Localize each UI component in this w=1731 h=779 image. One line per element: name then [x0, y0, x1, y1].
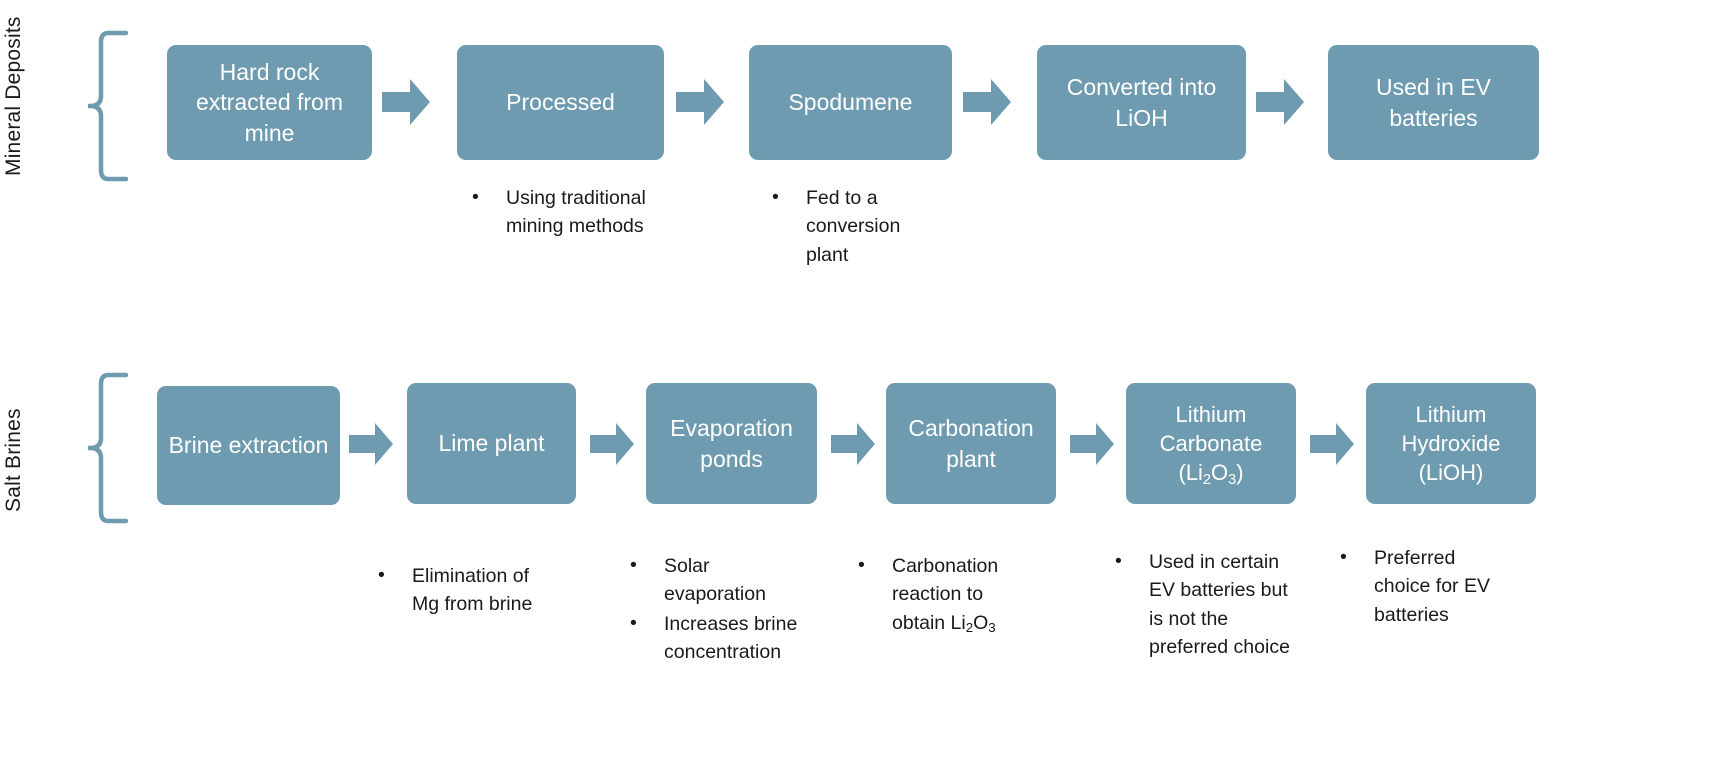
process-box-title: Brine extraction: [168, 432, 329, 459]
list-item: Carbonation reaction to obtain Li2O3: [858, 551, 1033, 637]
bullet-group-lime-plant: Elimination of Mg from brine: [378, 561, 542, 620]
bullet-group-spodumene: Fed to a conversion plant: [772, 183, 942, 270]
list-item: Elimination of Mg from brine: [378, 561, 542, 619]
process-box-title: Lithium Hydroxide (LiOH): [1401, 401, 1501, 486]
right-arrow-icon-1-1: [382, 79, 430, 125]
bullet-group-processed: Using traditional mining methods: [472, 183, 652, 242]
process-box-carbonation-plant[interactable]: Carbonation plant: [886, 383, 1056, 504]
bullet-group-carbonation-plant: Carbonation reaction to obtain Li2O3: [858, 551, 1033, 638]
process-box-lithium-carbonate[interactable]: Lithium Carbonate (Li2O3): [1126, 383, 1296, 504]
list-item: Solar evaporation: [630, 551, 810, 609]
process-box-title: Converted into LiOH: [1066, 74, 1217, 131]
process-box-processed[interactable]: Processed: [457, 45, 664, 160]
list-item: Preferred choice for EV batteries: [1340, 543, 1510, 629]
process-box-title: Processed: [506, 89, 615, 116]
bullet-group-lithium-hydroxide: Preferred choice for EV batteries: [1340, 543, 1510, 630]
right-arrow-icon-1-2: [676, 79, 724, 125]
process-box-title: Evaporation ponds: [670, 415, 793, 472]
bullet-group-evaporation-ponds: Solar evaporation Increases brine concen…: [630, 551, 810, 667]
row-label-salt-brines: Salt Brines: [2, 408, 25, 512]
process-box-lime-plant[interactable]: Lime plant: [407, 383, 576, 504]
list-item: Using traditional mining methods: [472, 183, 652, 241]
right-arrow-icon-1-3: [963, 79, 1011, 125]
process-box-evaporation-ponds[interactable]: Evaporation ponds: [646, 383, 817, 504]
process-box-title: Hard rock extracted from mine: [196, 58, 343, 146]
right-arrow-icon-2-3: [831, 423, 875, 465]
bullet-group-lithium-carbonate: Used in certain EV batteries but is not …: [1115, 547, 1305, 662]
right-arrow-icon-2-2: [590, 423, 634, 465]
curly-brace-icon-salt-brines: [88, 372, 128, 524]
process-box-used-in-ev-batteries[interactable]: Used in EV batteries: [1328, 45, 1539, 160]
right-arrow-icon-1-4: [1256, 79, 1304, 125]
process-box-hard-rock-extracted[interactable]: Hard rock extracted from mine: [167, 45, 372, 160]
process-box-title: Spodumene: [788, 89, 913, 116]
process-box-converted-into-lioh[interactable]: Converted into LiOH: [1037, 45, 1246, 160]
process-box-title: Lime plant: [438, 430, 545, 457]
row-label-mineral-deposits: Mineral Deposits: [2, 16, 25, 176]
right-arrow-icon-2-1: [349, 423, 393, 465]
process-box-spodumene[interactable]: Spodumene: [749, 45, 952, 160]
right-arrow-icon-2-4: [1070, 423, 1114, 465]
list-item: Increases brine concentration: [630, 609, 810, 667]
list-item: Used in certain EV batteries but is not …: [1115, 547, 1305, 661]
process-box-title: Lithium Carbonate (Li2O3): [1159, 401, 1263, 488]
curly-brace-icon-mineral-deposits: [88, 30, 128, 182]
process-box-title: Used in EV batteries: [1375, 74, 1492, 131]
process-box-lithium-hydroxide[interactable]: Lithium Hydroxide (LiOH): [1366, 383, 1536, 504]
process-box-title: Carbonation plant: [908, 415, 1034, 472]
process-box-brine-extraction[interactable]: Brine extraction: [157, 386, 340, 505]
right-arrow-icon-2-5: [1310, 423, 1354, 465]
list-item: Fed to a conversion plant: [772, 183, 942, 269]
